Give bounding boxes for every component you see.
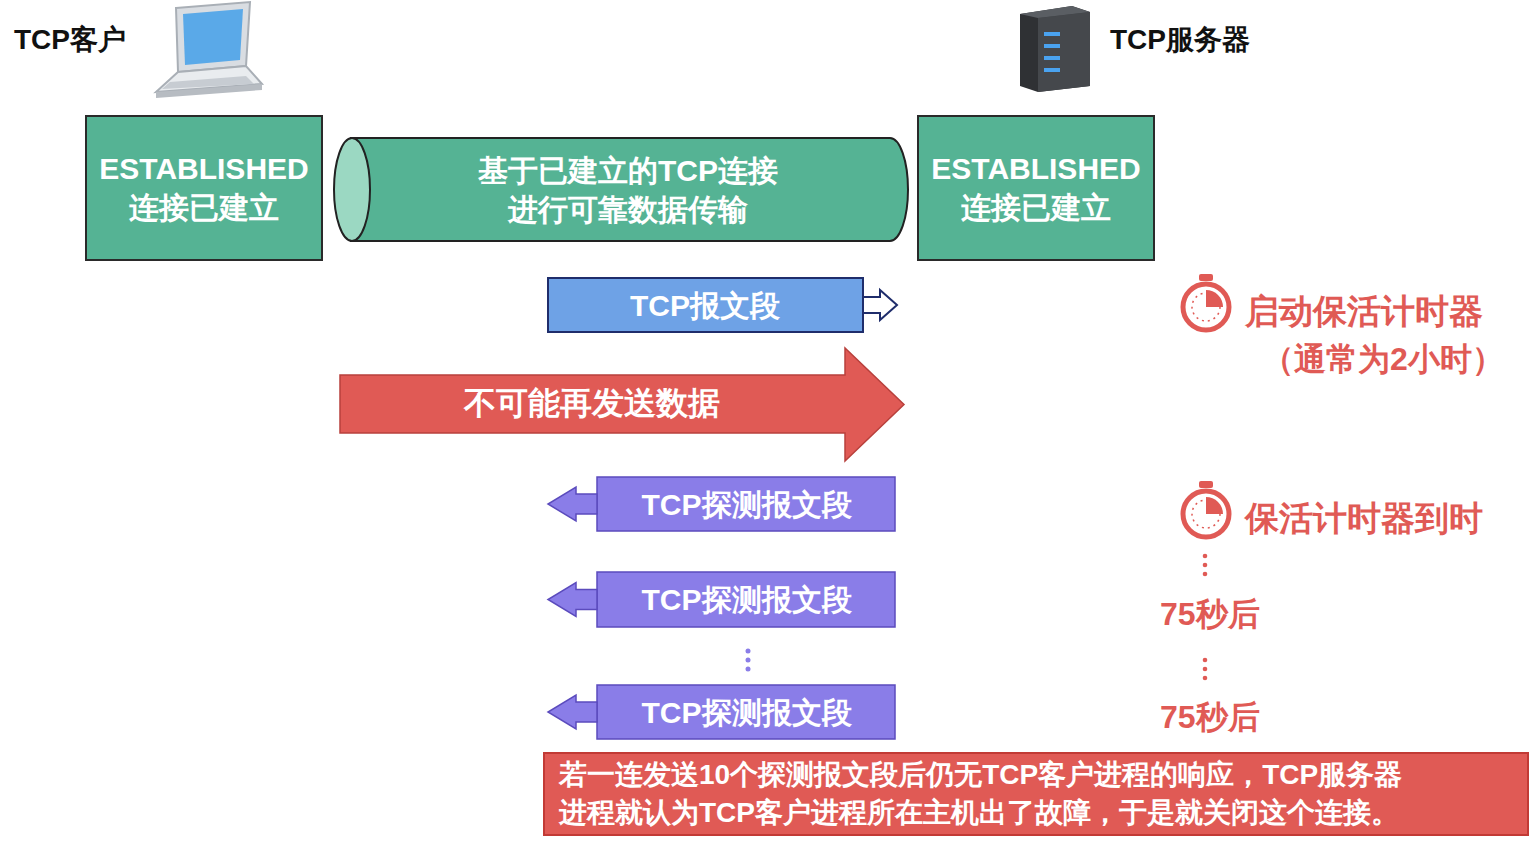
state-box: ESTABLISHED 连接已建立 [917, 115, 1155, 261]
dot [1203, 667, 1208, 672]
stopwatch-icon [1183, 481, 1229, 537]
pipe-end [334, 138, 370, 241]
text-area: ESTABLISHED 连接已建立 [919, 117, 1153, 259]
server-title: TCP服务器 [1110, 23, 1250, 57]
stopwatch-knob [1199, 481, 1213, 488]
node-text: TCP探测报文段 [642, 693, 852, 732]
server-light [1044, 68, 1060, 72]
text-area: 不可能再发送数据 [339, 375, 845, 433]
arrow-head [548, 695, 597, 729]
arrow-head [548, 487, 597, 521]
server-body [1020, 6, 1090, 92]
dot [746, 658, 751, 663]
laptop-edge [156, 84, 262, 98]
interval-label: 75秒后 [1160, 595, 1260, 633]
arrow-shape [340, 348, 904, 461]
dot [1203, 563, 1208, 568]
text-area: TCP报文段 [547, 277, 863, 333]
probe-arrow: TCP探测报文段 [546, 571, 896, 628]
dot [1203, 572, 1208, 577]
node-text: TCP探测报文段 [642, 580, 852, 619]
shape-outline [333, 137, 909, 242]
arrow-head [548, 583, 597, 617]
node-text: ESTABLISHED 连接已建立 [95, 149, 313, 227]
node-text: TCP探测报文段 [642, 485, 852, 524]
node-text: 若一连发送10个探测报文段后仍无TCP客户进程的响应，TCP服务器 进程就认为T… [559, 756, 1513, 832]
server-front [1038, 12, 1090, 92]
connection-pipe: 基于已建立的TCP连接 进行可靠数据传输 [333, 137, 909, 242]
laptop-lid [176, 2, 250, 72]
node-text: 不可能再发送数据 [464, 383, 720, 425]
probe-arrow: TCP探测报文段 [546, 476, 896, 532]
client-title: TCP客户 [14, 23, 126, 57]
dot [1203, 554, 1208, 559]
note-box: 若一连发送10个探测报文段后仍无TCP客户进程的响应，TCP服务器 进程就认为T… [543, 752, 1529, 836]
arrow-body [597, 477, 895, 531]
server-top [1020, 6, 1090, 18]
state-box: ESTABLISHED 连接已建立 [85, 115, 323, 261]
timer-note: （通常为2小时） [1262, 340, 1504, 378]
no-data-arrow: 不可能再发送数据 [339, 347, 905, 462]
dot [746, 667, 751, 672]
interval-label: 75秒后 [1160, 698, 1260, 736]
stopwatch-ring [1183, 491, 1229, 537]
server-light [1044, 32, 1060, 36]
stopwatch-ticks [1192, 500, 1220, 528]
server-light [1044, 44, 1060, 48]
server-icon [1020, 6, 1090, 92]
text-area: TCP探测报文段 [597, 684, 896, 740]
stopwatch-ticks [1192, 293, 1220, 321]
text-area: 基于已建立的TCP连接 进行可靠数据传输 [333, 137, 909, 242]
arrow-head [863, 290, 897, 320]
probe-arrow: TCP探测报文段 [546, 684, 896, 740]
text-area: TCP探测报文段 [597, 476, 896, 532]
text-area: 若一连发送10个探测报文段后仍无TCP客户进程的响应，TCP服务器 进程就认为T… [545, 754, 1527, 834]
text-area: TCP探测报文段 [597, 571, 896, 628]
timer-note: 保活计时器到时 [1245, 498, 1483, 539]
text-area: ESTABLISHED 连接已建立 [87, 117, 321, 259]
node-text: 基于已建立的TCP连接 进行可靠数据传输 [463, 151, 793, 229]
dot [1203, 658, 1208, 663]
node-text: ESTABLISHED 连接已建立 [927, 149, 1145, 227]
arrow-body [597, 685, 895, 739]
dot [746, 649, 751, 654]
pipe-body [351, 138, 908, 241]
stopwatch-icon [1183, 274, 1229, 330]
timer-note: 启动保活计时器 [1245, 291, 1483, 332]
laptop-icon [156, 2, 262, 98]
dot [1203, 676, 1208, 681]
server-light [1044, 56, 1060, 60]
arrow-body [548, 278, 863, 332]
node-text: TCP报文段 [630, 286, 780, 325]
laptop-screen [183, 9, 243, 65]
stopwatch-ring [1183, 284, 1229, 330]
segment-arrow: TCP报文段 [547, 277, 899, 333]
stopwatch-knob [1199, 274, 1213, 281]
arrow-body [597, 572, 895, 627]
ellipsis-dots [746, 649, 751, 672]
